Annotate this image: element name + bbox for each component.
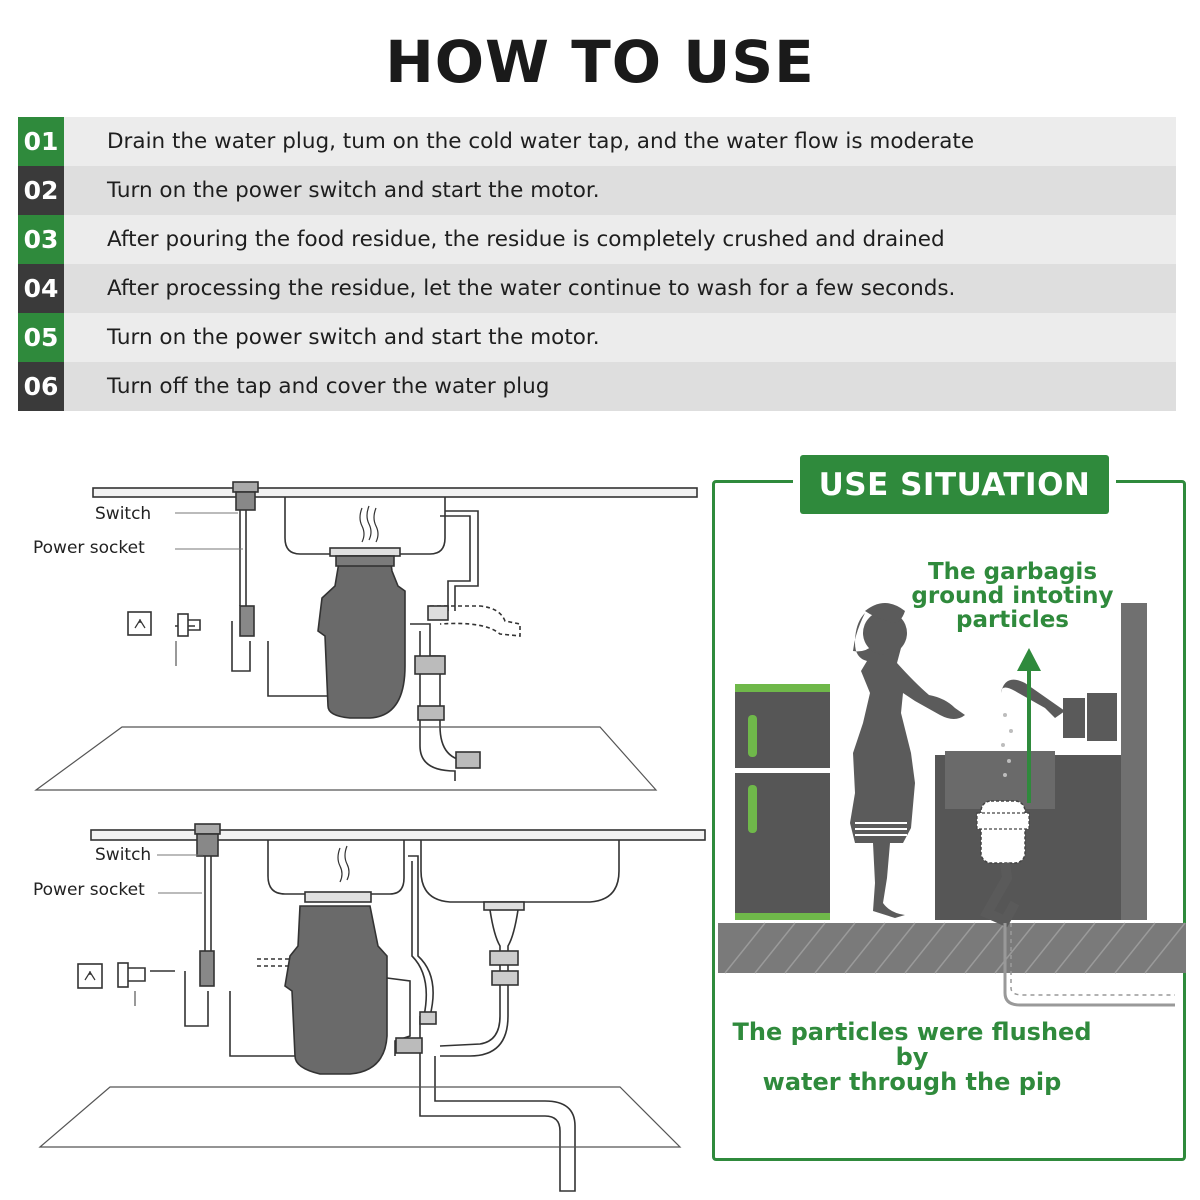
use-situation-badge: USE SITUATION [800, 455, 1109, 514]
step-text: Turn on the power switch and start the m… [107, 325, 600, 350]
disposer-unit-bottom [284, 905, 388, 1075]
countertop-top [92, 487, 698, 498]
step-text: Turn on the power switch and start the m… [107, 178, 600, 203]
page-title: HOW TO USE [385, 28, 815, 96]
particles-flushed-note: The particles were flushed by water thro… [720, 1018, 1104, 1097]
step-number: 04 [18, 264, 64, 313]
disposer-unit-top [317, 555, 406, 719]
step-row-01: 01 Drain the water plug, tum on the cold… [18, 117, 1176, 166]
note-line: particles [955, 607, 1069, 634]
note-line: The particles were flushed by [732, 1018, 1092, 1072]
step-row-04: 04 After processing the residue, let the… [18, 264, 1176, 313]
step-row-05: 05 Turn on the power switch and start th… [18, 313, 1176, 362]
step-number: 05 [18, 313, 64, 362]
garbage-ground-note: The garbagis ground intotiny particles [905, 559, 1120, 634]
note-line: water through the pip [762, 1068, 1062, 1097]
step-row-03: 03 After pouring the food residue, the r… [18, 215, 1176, 264]
installation-illustration [34, 481, 706, 1192]
note-line: ground intotiny [911, 583, 1114, 610]
installation-diagrams: Switch Power socket Switch Power socket [0, 416, 708, 1200]
countertop-bottom [90, 829, 706, 841]
note-line: The garbagis [927, 559, 1098, 585]
step-text: Turn off the tap and cover the water plu… [107, 374, 550, 399]
sink-bowl-top [284, 497, 446, 555]
switch-label-bottom: Switch [95, 845, 152, 865]
step-row-06: 06 Turn off the tap and cover the water … [18, 362, 1176, 411]
step-number: 02 [18, 166, 64, 215]
use-situation-panel [712, 480, 1186, 1161]
step-text: After pouring the food residue, the resi… [107, 227, 945, 252]
step-number: 03 [18, 215, 64, 264]
kitchen-scene-illustration [718, 603, 1186, 1007]
step-text: After processing the residue, let the wa… [107, 276, 956, 301]
step-text: Drain the water plug, tum on the cold wa… [107, 129, 975, 154]
power-socket-label-bottom: Power socket [33, 880, 145, 900]
steps-list: 01 Drain the water plug, tum on the cold… [18, 117, 1176, 411]
step-number: 01 [18, 117, 64, 166]
step-number: 06 [18, 362, 64, 411]
step-row-02: 02 Turn on the power switch and start th… [18, 166, 1176, 215]
switch-label-top: Switch [95, 504, 152, 524]
power-socket-label-top: Power socket [33, 538, 145, 558]
